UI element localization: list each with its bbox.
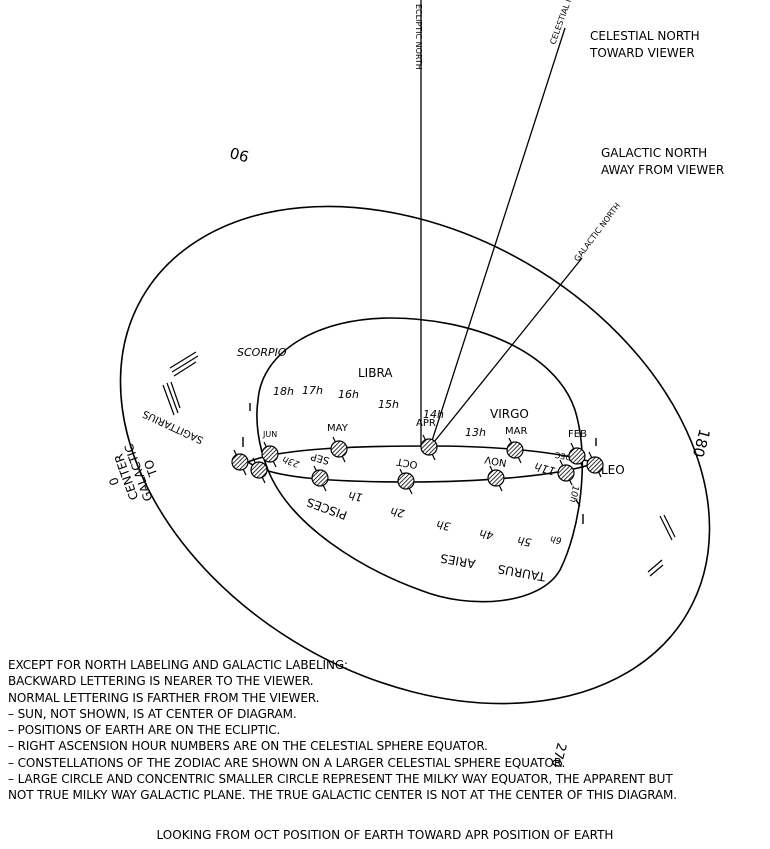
note-line: – POSITIONS OF EARTH ARE ON THE ECLIPTIC… [8, 723, 281, 738]
note-line: – SUN, NOT SHOWN, IS AT CENTER OF DIAGRA… [8, 706, 297, 721]
ecliptic-north-label: ECLIPTIC NORTH [414, 4, 423, 70]
constellation-libra: LIBRA [358, 366, 393, 380]
month-dec: DEC [554, 450, 573, 462]
earth-apr [420, 434, 438, 461]
month-may: MAY [327, 423, 349, 434]
note-line: NORMAL LETTERING IS FARTHER FROM THE VIE… [8, 690, 320, 705]
hour-16h: 16h [338, 388, 359, 401]
note-line: – LARGE CIRCLE AND CONCENTRIC SMALLER CI… [8, 772, 673, 787]
hour-6h: 6h [549, 533, 562, 545]
constellation-taurus: TAURUS [497, 562, 548, 584]
month-apr: APR [416, 418, 436, 429]
hour-17h: 17h [302, 384, 323, 397]
month-feb: FEB [568, 429, 587, 440]
galactic-degree-180: 180 [689, 427, 714, 459]
hour-18h: 18h [273, 385, 294, 398]
constellation-scorpio: SCORPIO [237, 346, 287, 359]
earth-oct [397, 468, 415, 495]
earth-positions [231, 434, 604, 495]
galactic-north-title-1: GALACTIC NORTH [601, 146, 707, 160]
galactic-north-axis-label: GALACTIC NORTH [572, 201, 622, 263]
month-jun: JUN [262, 430, 277, 439]
earth-nov [487, 465, 505, 492]
hour-10h: 10h [567, 484, 580, 503]
celestial-north-title-1: CELESTIAL NORTH [590, 29, 700, 43]
hour-13h: 13h [465, 426, 486, 439]
earth-mar [506, 437, 524, 464]
hour-2h: 2h [389, 505, 405, 520]
galactic-large-circle [119, 205, 711, 705]
hour-11h: 11h [533, 460, 557, 478]
constellation-virgo: VIRGO [490, 407, 529, 421]
earth-jun [261, 441, 279, 468]
hour-1h: 1h [347, 489, 363, 504]
galactic-center-label: 0 CENTER GALACTIC TO [106, 442, 160, 503]
constellation-aries: ARIES [439, 551, 476, 571]
milky-way-marks [162, 351, 676, 577]
hour-14h: 14h [423, 408, 444, 421]
constellation-leo: LEO [601, 463, 625, 477]
earth-sep [311, 465, 329, 492]
celestial-north-line [429, 27, 566, 448]
hour-23h: 23h [281, 453, 301, 468]
month-oct: OCT [395, 455, 418, 470]
earth-feb [568, 442, 586, 469]
month-mar: MAR [505, 426, 527, 437]
hour-15h: 15h [378, 398, 399, 411]
galactic-small-circle [256, 317, 583, 603]
explanatory-notes: EXCEPT FOR NORTH LABELING AND GALACTIC L… [8, 657, 768, 804]
earth-may [330, 436, 348, 463]
month-sep: SEP [310, 450, 331, 465]
earth-jan [586, 451, 604, 478]
month-nov: NOV [484, 453, 508, 468]
ring-ticks [242, 403, 597, 524]
diagram-caption: LOOKING FROM OCT POSITION OF EARTH TOWAR… [156, 828, 614, 842]
galactic-degree-270: 270 [548, 741, 569, 769]
note-line: EXCEPT FOR NORTH LABELING AND GALACTIC L… [8, 658, 349, 672]
note-line: – CONSTELLATIONS OF THE ZODIAC ARE SHOWN… [8, 755, 566, 770]
galactic-degree-90: 90 [228, 143, 251, 165]
svg-text:TO: TO [141, 458, 160, 479]
hour-5h: 5h [516, 534, 532, 549]
note-line: – RIGHT ASCENSION HOUR NUMBERS ARE ON TH… [8, 739, 488, 754]
hour-3h: 3h [435, 518, 451, 533]
hour-4h: 4h [478, 527, 494, 542]
galactic-north-line [429, 257, 583, 448]
galactic-north-title-2: AWAY FROM VIEWER [601, 163, 724, 177]
earth-dec [557, 459, 575, 486]
note-line: NOT TRUE MILKY WAY GALACTIC PLANE. THE T… [8, 788, 678, 803]
note-line: BACKWARD LETTERING IS NEARER TO THE VIEW… [8, 674, 314, 689]
constellation-pisces: PISCES [305, 495, 349, 523]
svg-text:0: 0 [106, 475, 122, 487]
celestial-north-title-2: TOWARD VIEWER [589, 46, 695, 60]
earth-aug [250, 457, 268, 484]
celestial-north-axis-label: CELESTIAL NORTH [548, 0, 581, 46]
earth-jul [231, 449, 249, 476]
